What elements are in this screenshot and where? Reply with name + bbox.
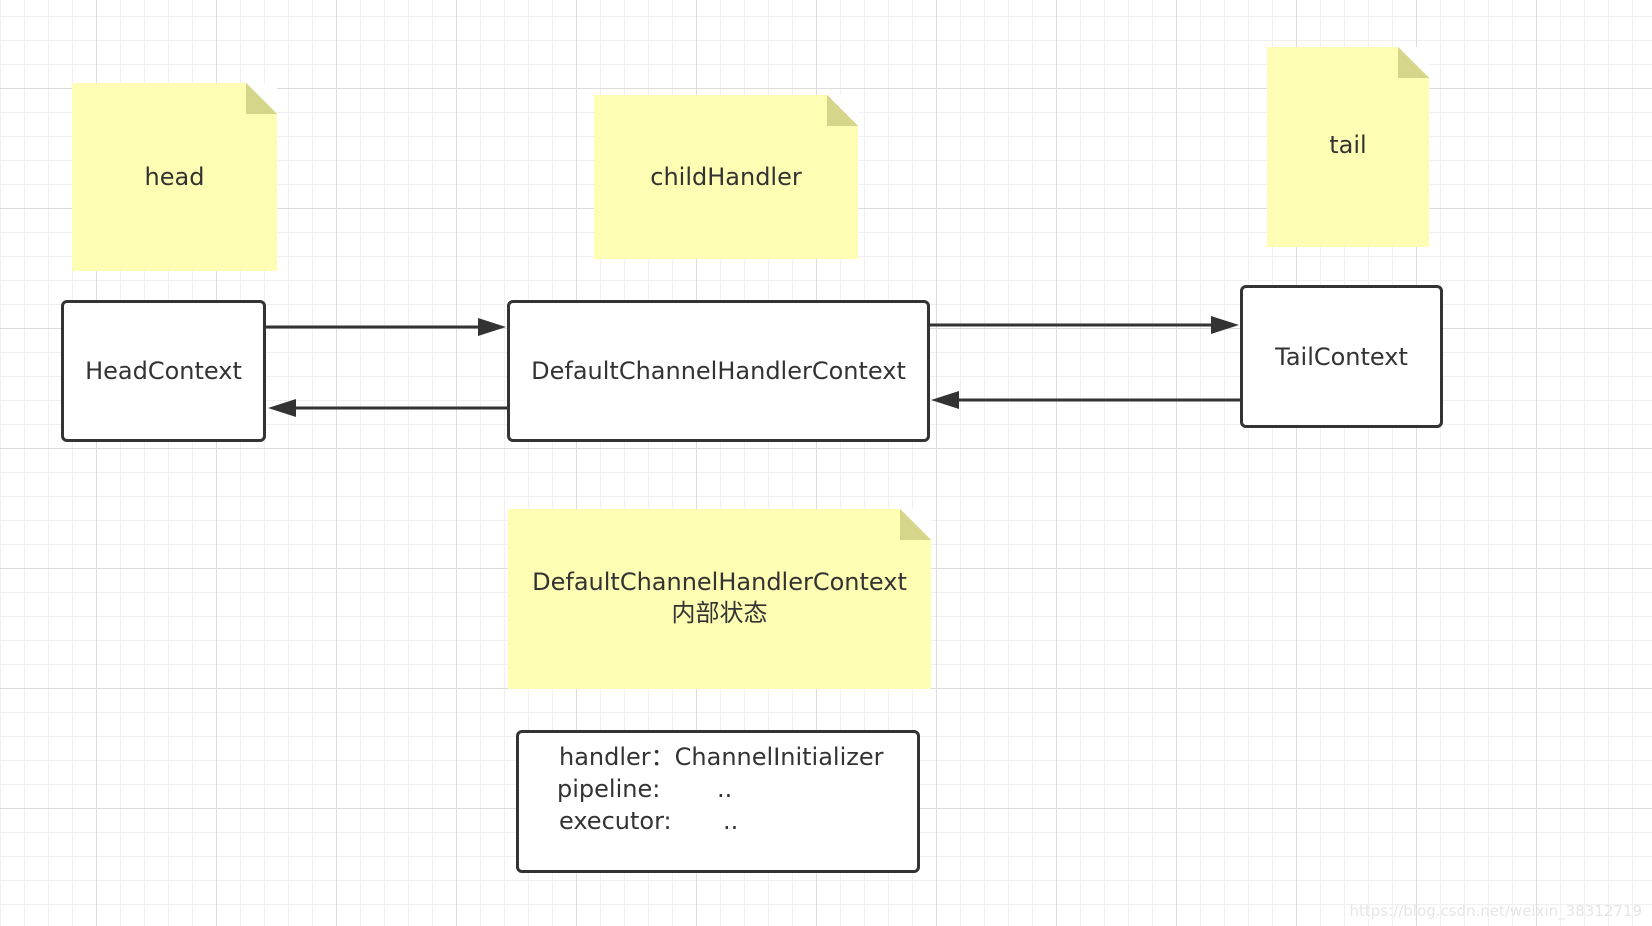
note-internal-state-subtitle: 内部状态 — [671, 599, 768, 627]
note-child-handler-text: childHandler — [650, 162, 802, 191]
note-fold-shade — [900, 509, 931, 540]
note-head-text: head — [144, 162, 205, 191]
arrowhead-default-to-tail — [1211, 316, 1239, 334]
head-context-box[interactable]: HeadContext — [61, 300, 266, 442]
note-fold-shade — [246, 83, 277, 114]
note-internal-state-title: DefaultChannelHandlerContext — [532, 568, 907, 596]
note-fold-shade — [827, 95, 858, 126]
watermark: https://blog.csdn.net/weixin_38312719 — [1349, 902, 1642, 920]
note-tail[interactable]: tail — [1267, 47, 1429, 247]
arrowhead-default-to-head — [268, 399, 296, 417]
arrowhead-head-to-default — [478, 318, 506, 336]
default-context-label: DefaultChannelHandlerContext — [531, 357, 906, 385]
note-fold-shade — [1398, 47, 1429, 78]
handler-field: handler：ChannelInitializer — [559, 743, 884, 771]
internal-state-box[interactable]: handler：ChannelInitializer pipeline: .. … — [516, 730, 920, 873]
tail-context-box[interactable]: TailContext — [1240, 285, 1443, 428]
pipeline-field-label: pipeline: — [557, 775, 661, 803]
head-context-label: HeadContext — [85, 357, 242, 385]
note-child-handler[interactable]: childHandler — [594, 95, 858, 259]
note-head[interactable]: head — [72, 83, 277, 271]
note-internal-state[interactable]: DefaultChannelHandlerContext 内部状态 — [508, 509, 931, 689]
executor-field-value: .. — [723, 807, 739, 835]
default-context-box[interactable]: DefaultChannelHandlerContext — [507, 300, 930, 442]
tail-context-label: TailContext — [1275, 342, 1408, 371]
note-tail-text: tail — [1329, 131, 1367, 159]
pipeline-field-value: .. — [717, 775, 733, 803]
executor-field-label: executor: — [559, 807, 672, 835]
arrowhead-tail-to-default — [931, 391, 959, 409]
